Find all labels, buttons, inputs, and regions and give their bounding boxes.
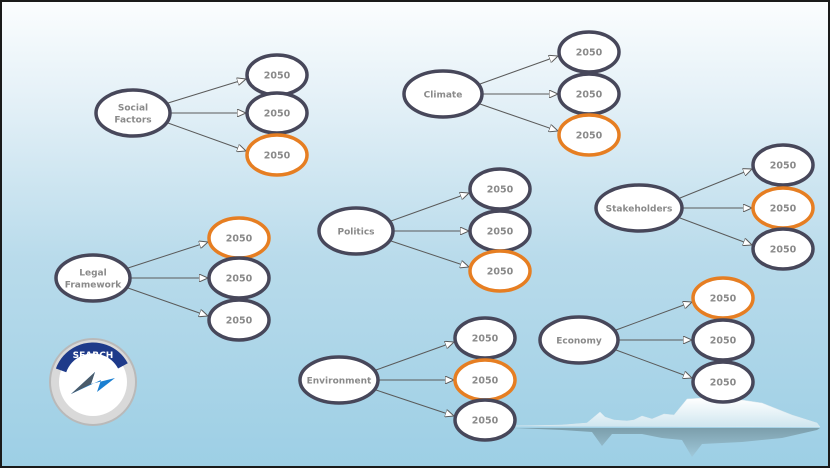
edge-climate-0 bbox=[479, 56, 558, 85]
node-politics-shape bbox=[317, 206, 395, 256]
node-stakeholders: Stakeholders bbox=[594, 183, 684, 233]
target-social-0-label: 2050 bbox=[264, 71, 291, 82]
edge-legal-0 bbox=[127, 242, 208, 269]
node-stakeholders-shape bbox=[594, 183, 684, 233]
node-climate-target-2: 2050 bbox=[557, 113, 621, 157]
target-legal-1-label: 2050 bbox=[226, 274, 253, 285]
target-environment-2-label: 2050 bbox=[472, 416, 499, 427]
node-economy-label: Economy bbox=[556, 337, 602, 347]
target-social-1-shape bbox=[245, 91, 309, 135]
edge-environment-0 bbox=[375, 342, 454, 371]
target-economy-2-label: 2050 bbox=[710, 378, 737, 389]
target-climate-2-shape bbox=[557, 113, 621, 157]
target-environment-0-shape bbox=[453, 316, 517, 360]
edge-social-0 bbox=[167, 79, 246, 104]
target-politics-0-shape bbox=[468, 167, 532, 211]
node-climate-shape bbox=[402, 69, 484, 119]
target-economy-0-shape bbox=[691, 276, 755, 320]
node-legal-target-1: 2050 bbox=[207, 256, 271, 300]
target-stakeholders-0-label: 2050 bbox=[770, 161, 797, 172]
node-environment-shape bbox=[298, 355, 380, 405]
target-social-2-label: 2050 bbox=[264, 151, 291, 162]
node-climate-target-1: 2050 bbox=[557, 72, 621, 116]
node-economy-target-0: 2050 bbox=[691, 276, 755, 320]
edge-stakeholders-2 bbox=[679, 217, 752, 245]
node-stakeholders-target-2: 2050 bbox=[751, 227, 815, 271]
node-economy-target-1: 2050 bbox=[691, 318, 755, 362]
node-stakeholders-target-1: 2050 bbox=[751, 186, 815, 230]
node-legal-shape bbox=[54, 253, 132, 303]
target-climate-2-label: 2050 bbox=[576, 131, 603, 142]
edge-stakeholders-0 bbox=[679, 169, 752, 199]
edge-social-2 bbox=[167, 122, 246, 151]
node-environment-target-2: 2050 bbox=[453, 398, 517, 442]
target-legal-1-shape bbox=[207, 256, 271, 300]
node-climate: Climate bbox=[402, 69, 484, 119]
target-climate-0-shape bbox=[557, 30, 621, 74]
edge-economy-2 bbox=[615, 349, 692, 378]
node-economy-target-2: 2050 bbox=[691, 360, 755, 404]
target-politics-1-label: 2050 bbox=[487, 227, 514, 238]
edge-legal-2 bbox=[127, 287, 208, 316]
target-economy-0-label: 2050 bbox=[710, 294, 737, 305]
node-legal-label: Legal bbox=[79, 269, 106, 279]
target-politics-2-label: 2050 bbox=[487, 267, 514, 278]
node-environment: Environment bbox=[298, 355, 380, 405]
edge-politics-2 bbox=[390, 240, 469, 267]
target-environment-2-shape bbox=[453, 398, 517, 442]
node-legal-label: Framework bbox=[65, 281, 123, 291]
node-politics-target-2: 2050 bbox=[468, 249, 532, 293]
node-environment-target-0: 2050 bbox=[453, 316, 517, 360]
target-stakeholders-1-label: 2050 bbox=[770, 204, 797, 215]
logo-text: SEARCH bbox=[73, 351, 114, 361]
node-economy: Economy bbox=[538, 315, 620, 365]
target-politics-0-label: 2050 bbox=[487, 185, 514, 196]
node-politics: Politics bbox=[317, 206, 395, 256]
node-economy-shape bbox=[538, 315, 620, 365]
target-environment-0-label: 2050 bbox=[472, 334, 499, 345]
target-stakeholders-0-shape bbox=[751, 143, 815, 187]
target-stakeholders-2-label: 2050 bbox=[770, 245, 797, 256]
target-economy-2-shape bbox=[691, 360, 755, 404]
target-social-2-shape bbox=[245, 133, 309, 177]
target-economy-1-label: 2050 bbox=[710, 336, 737, 347]
node-politics-target-0: 2050 bbox=[468, 167, 532, 211]
edge-climate-2 bbox=[479, 103, 558, 131]
target-legal-2-label: 2050 bbox=[226, 316, 253, 327]
target-climate-1-label: 2050 bbox=[576, 90, 603, 101]
target-economy-1-shape bbox=[691, 318, 755, 362]
node-social-label: Social bbox=[118, 104, 148, 114]
edge-economy-0 bbox=[615, 302, 692, 331]
node-stakeholders-label: Stakeholders bbox=[606, 205, 673, 215]
target-environment-1-label: 2050 bbox=[472, 376, 499, 387]
node-legal-target-2: 2050 bbox=[207, 298, 271, 342]
edge-politics-0 bbox=[390, 193, 469, 222]
node-social-shape bbox=[94, 88, 172, 138]
node-climate-label: Climate bbox=[424, 91, 463, 101]
node-environment-target-1: 2050 bbox=[453, 358, 517, 402]
target-politics-2-shape bbox=[468, 249, 532, 293]
target-social-1-label: 2050 bbox=[264, 109, 291, 120]
node-social-label: Factors bbox=[114, 116, 151, 126]
node-social-target-1: 2050 bbox=[245, 91, 309, 135]
node-climate-target-0: 2050 bbox=[557, 30, 621, 74]
node-environment-label: Environment bbox=[307, 377, 372, 387]
target-legal-0-label: 2050 bbox=[226, 234, 253, 245]
edge-environment-2 bbox=[375, 389, 454, 416]
node-social-target-0: 2050 bbox=[245, 53, 309, 97]
target-legal-2-shape bbox=[207, 298, 271, 342]
node-politics-target-1: 2050 bbox=[468, 209, 532, 253]
iceberg-graphic bbox=[513, 397, 821, 457]
node-legal-target-0: 2050 bbox=[207, 216, 271, 260]
node-stakeholders-target-0: 2050 bbox=[751, 143, 815, 187]
search-logo: SEARCH bbox=[49, 338, 137, 426]
node-politics-label: Politics bbox=[337, 228, 374, 238]
node-social-target-2: 2050 bbox=[245, 133, 309, 177]
target-climate-0-label: 2050 bbox=[576, 48, 603, 59]
target-stakeholders-2-shape bbox=[751, 227, 815, 271]
